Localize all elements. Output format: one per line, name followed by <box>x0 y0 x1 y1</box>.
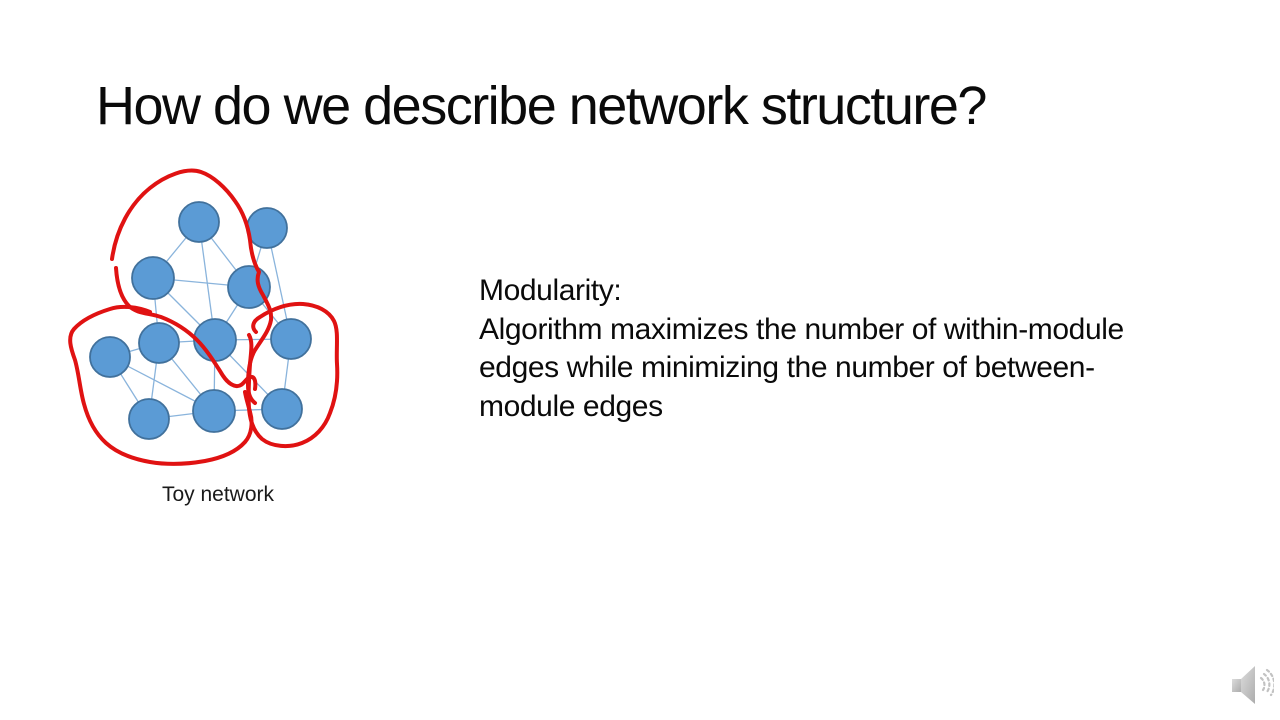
body-line: module edges <box>479 389 663 423</box>
network-node <box>131 256 175 300</box>
body-line: edges while minimizing the number of bet… <box>479 351 1095 384</box>
speaker-magnet <box>1232 679 1241 692</box>
network-node <box>246 207 288 249</box>
network-node <box>89 336 131 378</box>
toy-network-svg <box>68 168 340 466</box>
module-ink-loop <box>246 301 340 449</box>
network-node <box>261 388 303 430</box>
body-line: Modularity: <box>479 274 622 307</box>
network-node <box>192 389 236 433</box>
body-line: Algorithm maximizes the number of within… <box>479 312 1124 346</box>
network-node <box>270 318 312 360</box>
network-node <box>138 322 180 364</box>
network-node <box>178 201 220 243</box>
module-ink-loop <box>68 304 254 466</box>
sound-wave <box>1262 672 1271 694</box>
slide-title: How do we describe network structure? <box>96 76 987 136</box>
network-node <box>193 318 237 362</box>
toy-network-caption: Toy network <box>161 483 275 506</box>
network-node <box>227 265 271 309</box>
sound-wave <box>1265 668 1274 697</box>
network-node <box>128 398 170 440</box>
modularity-text-block: Modularity: Algorithm maximizes the numb… <box>479 272 1189 426</box>
sound-wave <box>1259 676 1266 692</box>
audio-speaker-icon[interactable] <box>1228 659 1274 709</box>
speaker-cone <box>1241 666 1255 704</box>
